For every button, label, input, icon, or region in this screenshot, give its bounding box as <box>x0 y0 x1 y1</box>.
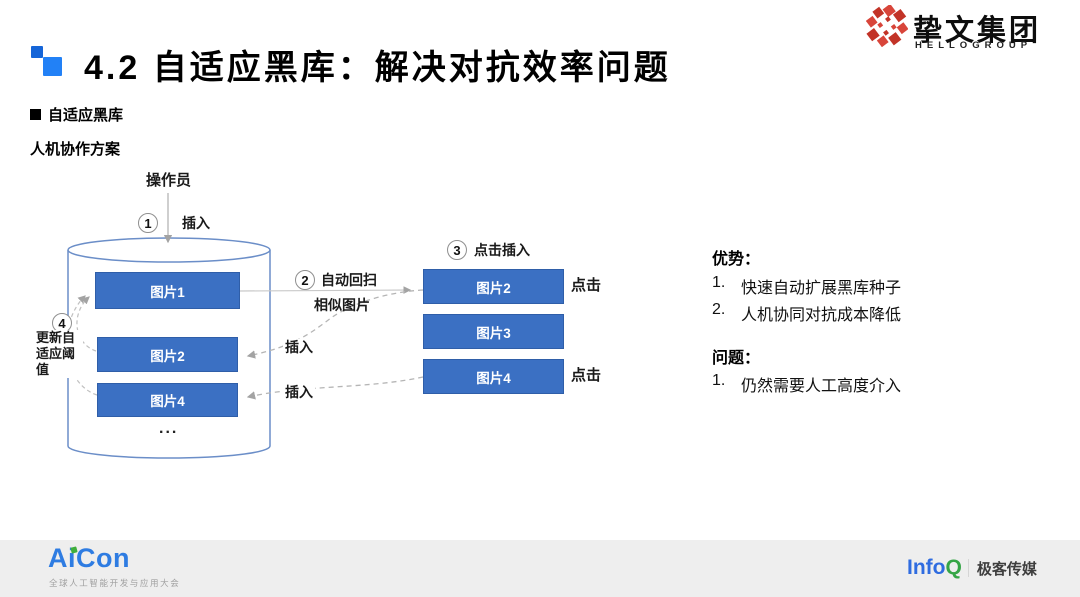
candidate-image-box-2: 图片3 <box>423 314 564 349</box>
infoq-logo-q: Q <box>945 556 962 579</box>
step3-badge: 3 <box>447 240 467 260</box>
title-marker-square-small-icon <box>31 46 43 58</box>
problem-item-number: 1. <box>712 372 726 389</box>
library-image-box-1: 图片1 <box>95 272 240 309</box>
brand-name: 挚文集团 <box>913 15 1042 47</box>
advantage-item: 1. 快速自动扩展黑库种子 <box>712 274 901 298</box>
title-marker-square-large-icon <box>43 57 62 76</box>
step2-badge: 2 <box>295 270 315 290</box>
step1-label: 插入 <box>182 215 210 231</box>
auto-scan-arrow <box>239 286 412 294</box>
infoq-logo-info: Info <box>907 556 946 579</box>
step2-label-line2: 相似图片 <box>314 297 370 313</box>
library-image-box-2: 图片2 <box>97 337 238 372</box>
advantage-item: 2. 人机协同对抗成本降低 <box>712 301 901 325</box>
problem-item: 1. 仍然需要人工高度介入 <box>712 372 901 396</box>
step2-label-line1: 自动回扫 <box>321 272 377 288</box>
operator-label: 操作员 <box>146 172 192 189</box>
page-title: 4.2 自适应黑库：解决对抗效率问题 <box>84 49 671 87</box>
footer-bar <box>0 540 1080 597</box>
advantage-item-number: 2. <box>712 301 726 318</box>
problems-title: 问题： <box>712 350 761 367</box>
library-image-box-3: 图片4 <box>97 383 238 417</box>
step1-badge: 1 <box>138 213 158 233</box>
click-action-label-1: 点击 <box>571 277 602 294</box>
advantages-title: 优势： <box>712 251 761 268</box>
click-action-label-2: 点击 <box>571 367 602 384</box>
footer-divider <box>967 559 969 577</box>
brand-logo: 挚文集团 HELLOGROUP <box>865 3 1066 57</box>
aicon-tagline: 全球人工智能开发与应用大会 <box>49 578 181 588</box>
insert-arrow-label-2: 插入 <box>283 384 315 402</box>
library-more-ellipsis: ... <box>159 420 179 437</box>
section-heading-label: 自适应黑库 <box>48 107 124 124</box>
black-square-bullet-icon <box>30 109 41 120</box>
candidate-image-box-3: 图片4 <box>423 359 564 394</box>
advantage-item-text: 快速自动扩展黑库种子 <box>741 280 902 297</box>
candidate-image-box-1: 图片2 <box>423 269 564 304</box>
problem-item-text: 仍然需要人工高度介入 <box>741 378 902 395</box>
step4-label: 更新自适应阈值 <box>36 330 83 378</box>
brand-subtitle: HELLOGROUP <box>915 40 1033 51</box>
infoq-logo: Info Q 极客传媒 <box>907 556 1037 580</box>
step3-label: 点击插入 <box>474 242 530 258</box>
aicon-logo: AiCon <box>48 543 130 573</box>
click-insert-arrow-1 <box>246 289 424 359</box>
advantage-item-number: 1. <box>712 274 726 291</box>
insert-arrow-label-1: 插入 <box>283 339 315 357</box>
advantage-item-text: 人机协同对抗成本降低 <box>741 307 902 324</box>
section-heading: 自适应黑库 <box>30 104 123 125</box>
pinwheel-flower-icon <box>865 3 909 48</box>
click-insert-arrow-2 <box>246 376 424 400</box>
subsection-heading: 人机协作方案 <box>30 141 121 158</box>
infoq-media-label: 极客传媒 <box>976 560 1037 578</box>
